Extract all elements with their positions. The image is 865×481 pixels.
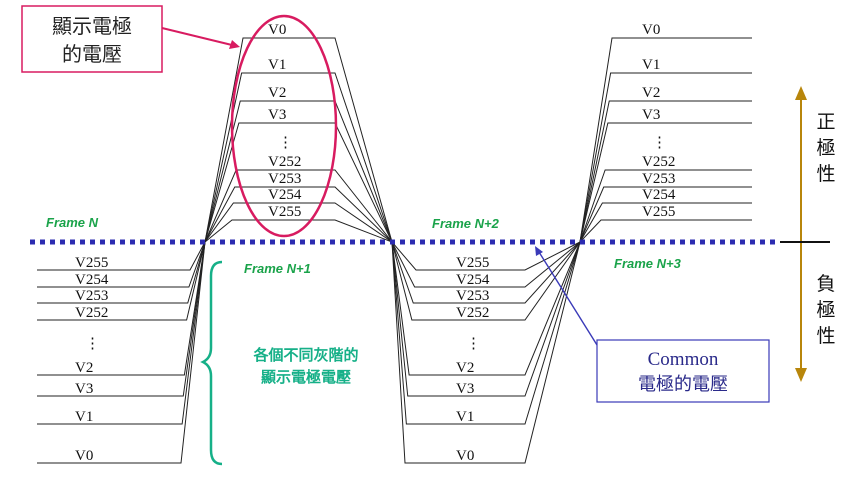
level-label-negative-right: V1 — [456, 409, 474, 425]
polarity-positive-char-1: 正 — [816, 111, 835, 133]
level-label-positive-right: V2 — [642, 85, 660, 101]
polarity-negative-char-3: 性 — [816, 325, 835, 347]
level-label-positive-left: V253 — [268, 171, 301, 187]
level-label-positive-left: V3 — [268, 107, 286, 123]
polarity-positive-char-2: 極 — [816, 137, 835, 159]
pixel-voltage-callout-line2: 的電壓 — [62, 42, 122, 66]
level-label-negative-left: V255 — [75, 255, 108, 271]
common-callout-line1: Common — [648, 349, 719, 370]
pixel-callout-pointer — [161, 27, 237, 47]
level-label-positive-left: ⋮ — [278, 135, 293, 151]
level-label-positive-right: V1 — [642, 57, 660, 73]
pixel-voltage-callout-line1: 顯示電極 — [52, 14, 132, 38]
gray-level-callout-line1: 各個不同灰階的 — [252, 346, 358, 364]
level-label-positive-right: V252 — [642, 154, 675, 170]
level-label-negative-right: V252 — [456, 305, 489, 321]
frame-label-n-plus-1: Frame N+1 — [244, 261, 311, 276]
polarity-arrow-up-head — [795, 86, 807, 100]
polarity-positive-char-3: 性 — [816, 163, 835, 185]
level-label-negative-right: V0 — [456, 448, 474, 464]
polarity-negative-char-1: 負 — [816, 273, 835, 295]
level-label-negative-left: V2 — [75, 360, 93, 376]
voltage-level-labels: V0V1V2V3⋮V252V253V254V255V0V1V2V3⋮V252V2… — [75, 22, 676, 464]
level-label-negative-right: V253 — [456, 288, 489, 304]
level-label-positive-left: V254 — [268, 187, 302, 203]
common-voltage-callout-box — [596, 339, 770, 403]
level-label-positive-left: V255 — [268, 204, 301, 220]
level-label-negative-left: V0 — [75, 448, 93, 464]
level-label-negative-left: ⋮ — [85, 336, 100, 352]
level-label-positive-left: V1 — [268, 57, 286, 73]
common-callout-arrowhead — [535, 246, 543, 256]
level-label-negative-right: V255 — [456, 255, 489, 271]
level-label-negative-left: V1 — [75, 409, 93, 425]
polarity-negative-char-2: 極 — [816, 299, 835, 321]
gray-level-brace — [200, 260, 223, 466]
positive-levels-highlight-ellipse — [230, 14, 338, 238]
pixel-voltage-callout-box — [21, 5, 163, 73]
level-label-positive-left: V252 — [268, 154, 301, 170]
level-label-negative-left: V253 — [75, 288, 108, 304]
level-label-positive-right: ⋮ — [652, 135, 667, 151]
level-label-negative-left: V254 — [75, 272, 109, 288]
level-label-negative-right: ⋮ — [466, 336, 481, 352]
pixel-callout-arrowhead — [229, 40, 240, 49]
level-label-negative-left: V3 — [75, 381, 93, 397]
level-label-positive-left: V2 — [268, 85, 286, 101]
frame-label-n-plus-3: Frame N+3 — [614, 256, 682, 271]
polarity-arrow-down-head — [795, 368, 807, 382]
level-label-negative-right: V3 — [456, 381, 474, 397]
frame-label-n-plus-2: Frame N+2 — [432, 216, 500, 231]
level-label-negative-left: V252 — [75, 305, 108, 321]
level-label-positive-right: V0 — [642, 22, 660, 38]
level-label-positive-right: V3 — [642, 107, 660, 123]
level-label-positive-right: V253 — [642, 171, 675, 187]
common-callout-line2: 電極的電壓 — [638, 374, 728, 395]
common-callout-pointer — [538, 251, 598, 346]
level-label-negative-right: V254 — [456, 272, 490, 288]
level-label-positive-left: V0 — [268, 22, 286, 38]
level-label-negative-right: V2 — [456, 360, 474, 376]
level-label-positive-right: V254 — [642, 187, 676, 203]
gray-level-callout-line2: 顯示電極電壓 — [261, 368, 351, 386]
level-label-positive-right: V255 — [642, 204, 675, 220]
frame-label-n: Frame N — [46, 215, 99, 230]
